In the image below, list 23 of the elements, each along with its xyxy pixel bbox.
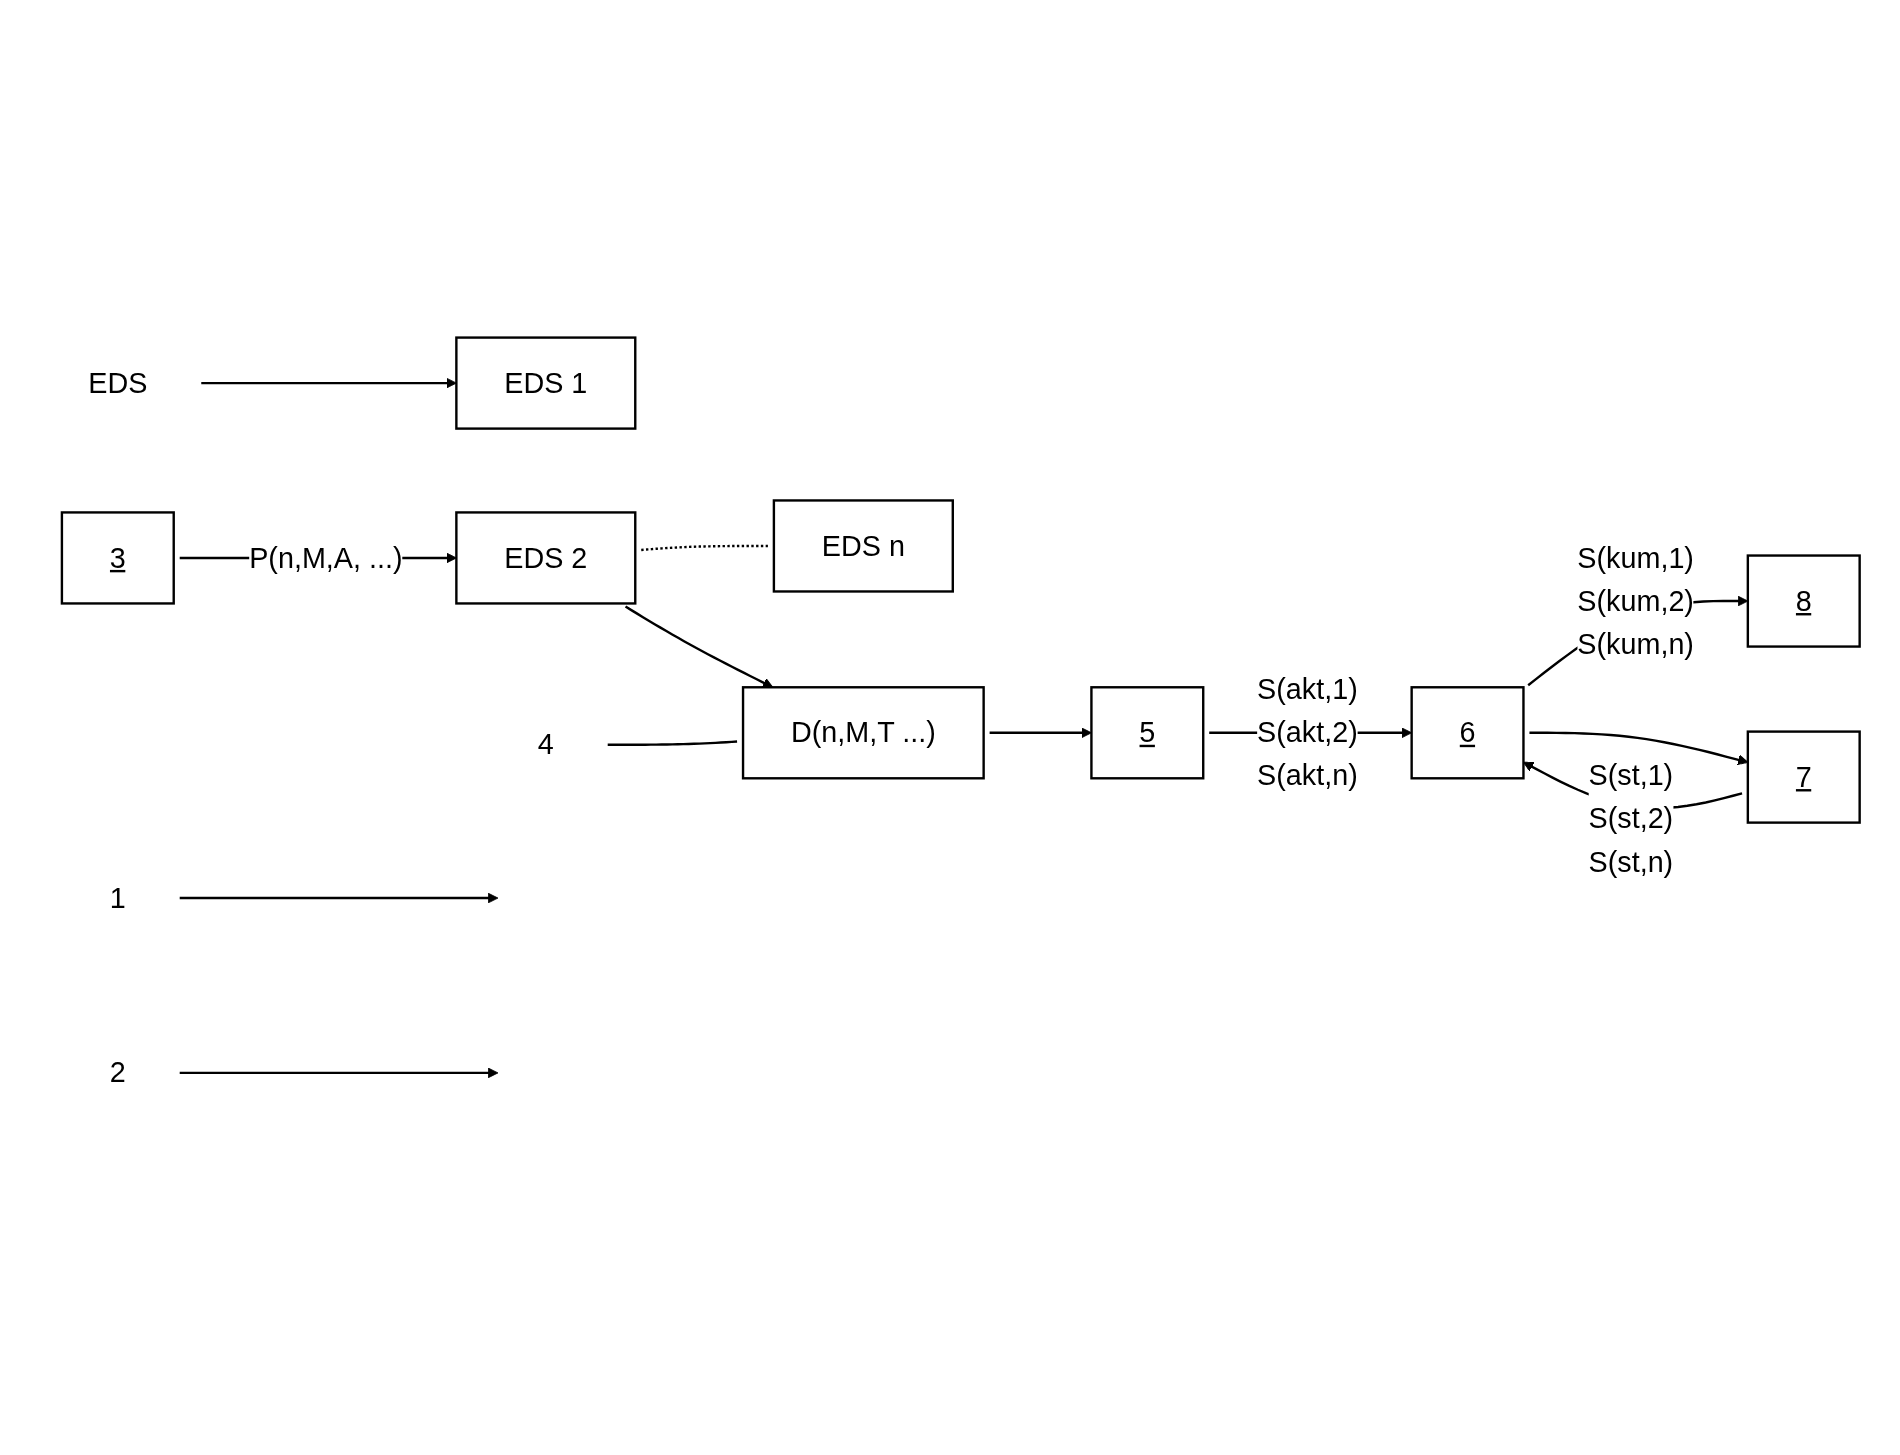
node-text: 4 [537, 727, 554, 760]
leader-arrow [179, 892, 499, 903]
node-box: 5 [1090, 685, 1205, 779]
node-box: 3 [60, 510, 175, 605]
node-text: 1 [109, 880, 126, 914]
edge-label: S(akt,1) S(akt,2) S(akt,n) [1257, 672, 1358, 791]
node-box: EDS 2 [455, 510, 637, 605]
node-box: 8 [1746, 553, 1861, 648]
node-box: EDS 1 [455, 335, 637, 430]
edge-label: S(st,1) S(st,2) S(st,n) [1588, 758, 1674, 878]
leader-arrow [179, 1067, 499, 1078]
node-box: EDS n [772, 498, 954, 593]
edge-label: S(kum,1) S(kum,2) S(kum,n) [1577, 540, 1694, 660]
node-box: 6 [1410, 685, 1525, 779]
arrow [201, 377, 457, 388]
node-text: 2 [109, 1055, 126, 1088]
dotted-line [641, 544, 768, 551]
arrow [989, 727, 1092, 738]
leader-line [607, 739, 738, 746]
node-text: EDS [88, 365, 148, 399]
node-box: D(n,M,T ...) [741, 685, 985, 779]
edge-label: P(n,M,A, ...) [249, 540, 403, 574]
node-box: 7 [1746, 729, 1861, 824]
